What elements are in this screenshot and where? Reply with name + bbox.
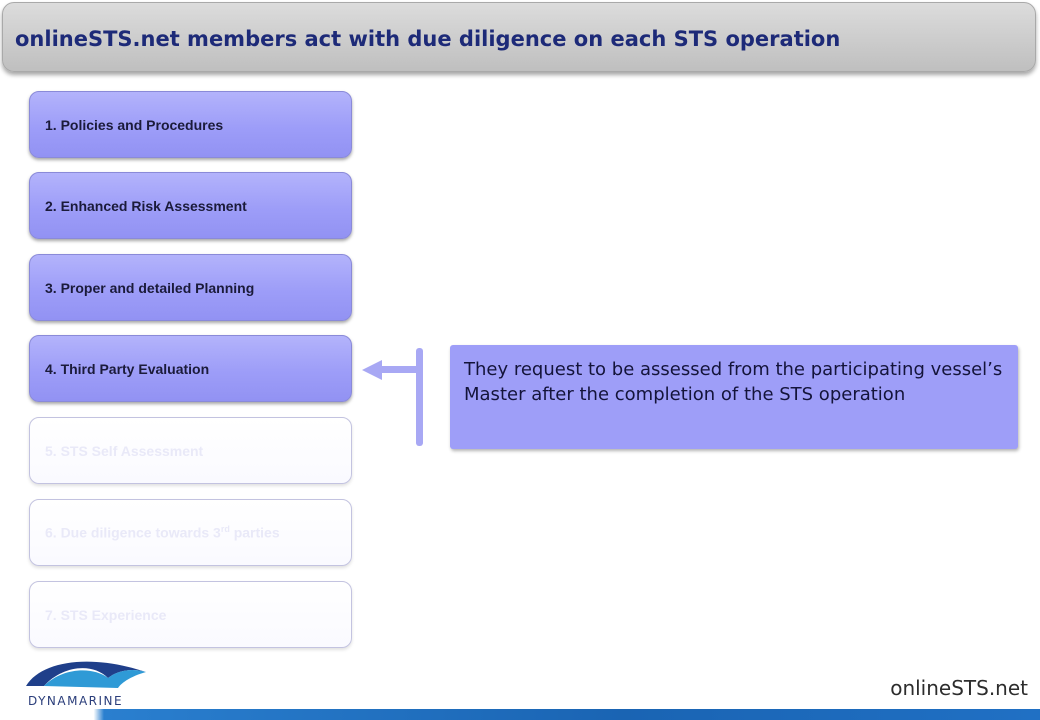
step-label: 5. STS Self Assessment [45,442,204,459]
step-label: 2. Enhanced Risk Assessment [45,197,247,214]
step-sts-experience[interactable]: 7. STS Experience [29,581,352,648]
step-due-diligence-third-parties[interactable]: 6. Due diligence towards 3rd parties [29,499,352,566]
dynamarine-wave-icon [26,661,146,688]
dynamarine-logo: DYNAMARINE [22,652,152,708]
footer-bar [0,709,1040,720]
callout-text: They request to be assessed from the par… [464,359,1003,405]
step-proper-planning[interactable]: 3. Proper and detailed Planning [29,254,352,321]
connector-line [380,366,418,373]
slide-title: onlineSTS.net members act with due dilig… [15,27,841,51]
step-label: 4. Third Party Evaluation [45,360,210,377]
callout-box: They request to be assessed from the par… [450,345,1018,449]
connector-bracket [416,348,423,446]
step-sts-self-assessment[interactable]: 5. STS Self Assessment [29,417,352,484]
step-label: 6. Due diligence towards 3rd parties [45,524,280,541]
step-policies-and-procedures[interactable]: 1. Policies and Procedures [29,91,352,158]
dynamarine-logo-text: DYNAMARINE [28,694,124,708]
step-enhanced-risk-assessment[interactable]: 2. Enhanced Risk Assessment [29,172,352,239]
onlinests-logo: onlineSTS.net [890,676,1028,700]
left-arrow-icon [362,360,382,380]
step-third-party-evaluation[interactable]: 4. Third Party Evaluation [29,335,352,402]
step-label: 3. Proper and detailed Planning [45,279,255,296]
step-label: 7. STS Experience [45,606,167,623]
step-label: 1. Policies and Procedures [45,116,224,133]
title-bar: onlineSTS.net members act with due dilig… [2,2,1036,72]
